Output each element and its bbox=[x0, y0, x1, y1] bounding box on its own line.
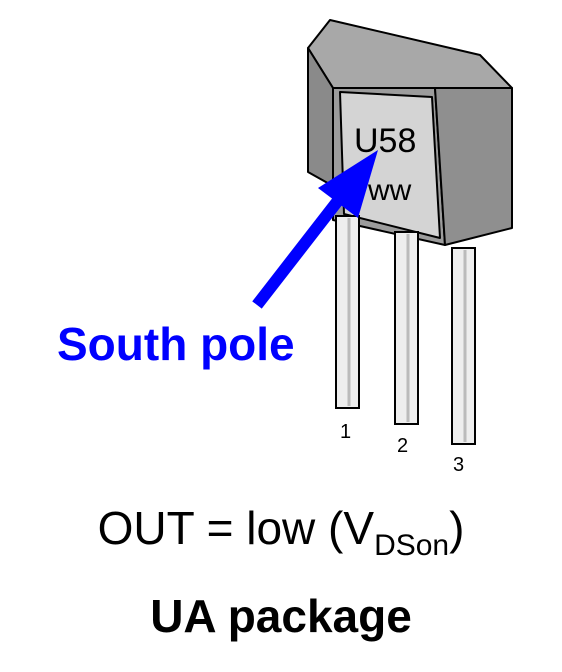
pin-3 bbox=[451, 247, 476, 445]
pin-1 bbox=[335, 215, 360, 409]
south-pole-label: South pole bbox=[57, 318, 295, 370]
package-top-face bbox=[307, 19, 513, 89]
pin-label-2: 2 bbox=[397, 435, 408, 457]
output-suffix: ) bbox=[449, 502, 465, 554]
marking-line1: U58 bbox=[354, 122, 416, 160]
pin-label-3: 3 bbox=[453, 454, 464, 476]
output-prefix: OUT = low (V bbox=[97, 502, 375, 554]
marking-line2: ww bbox=[367, 174, 412, 207]
pin-label-1: 1 bbox=[340, 421, 351, 443]
output-subscript: DSon bbox=[374, 529, 450, 562]
pins bbox=[335, 215, 476, 445]
output-state-caption: OUT = low (VDSon) bbox=[0, 500, 562, 563]
pin-2 bbox=[394, 231, 419, 425]
package-right-face bbox=[434, 87, 513, 246]
south-pole-arrow bbox=[252, 150, 378, 309]
package-name-caption: UA package bbox=[150, 590, 412, 642]
